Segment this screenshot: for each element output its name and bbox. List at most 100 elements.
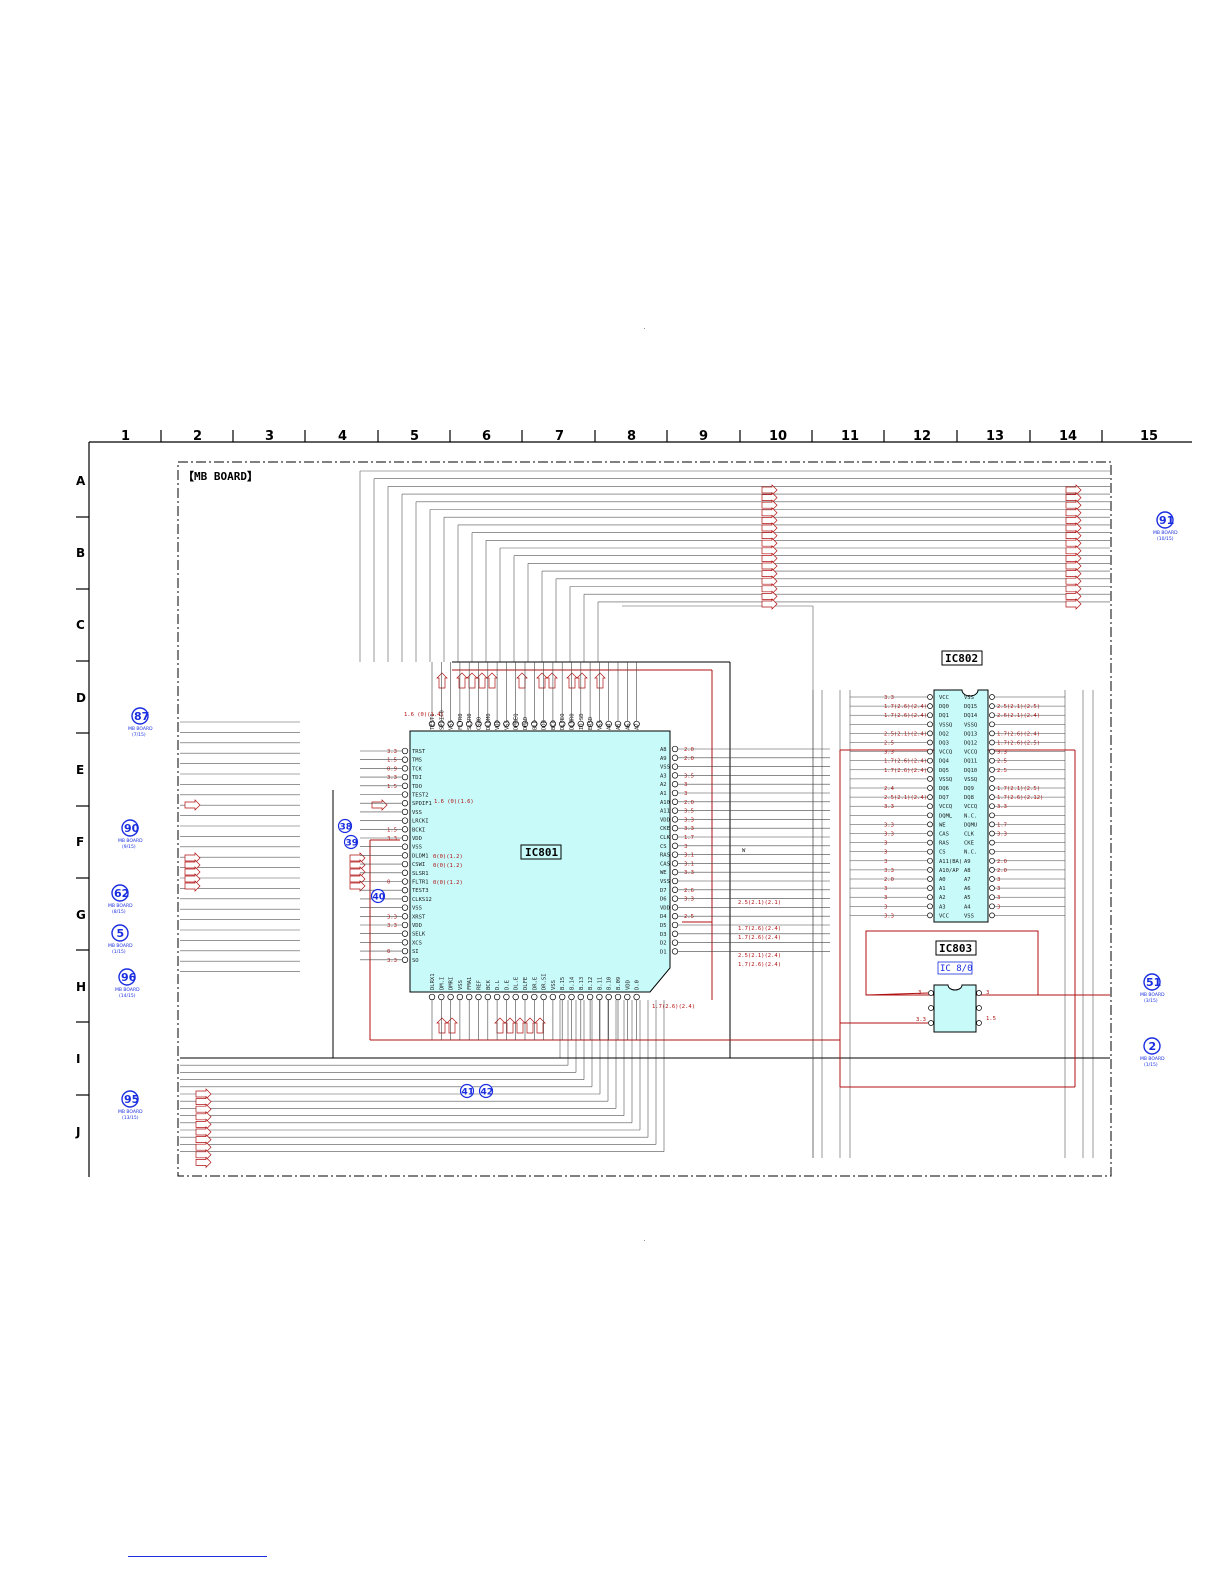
top-up-arrow: [486, 672, 498, 689]
connector-number: 90: [124, 822, 140, 835]
connector-circle: [111, 884, 129, 902]
ic801-top-pin-label: A7: [635, 723, 641, 730]
ic802-left-pin: [927, 894, 933, 901]
board-boundary: [177, 461, 1112, 1177]
j-entry-arrow: [195, 1133, 212, 1146]
ic801-right-pin: [671, 833, 679, 841]
ic802-left-pin-label: WE: [939, 822, 946, 828]
ic801-left-pin-label: CLKS12: [412, 897, 432, 903]
ic802-left-pin-voltage: 3: [884, 904, 887, 910]
ic801-left-pin-label: VDD: [412, 923, 422, 929]
top-up-arrow: [576, 672, 588, 689]
ic802-left-pin: [927, 694, 933, 700]
ic802-right-pin-label: A4: [964, 904, 971, 910]
ic802-left-pin-voltage: 3.3: [884, 695, 894, 701]
ic801-left-pin: [401, 895, 409, 903]
bus-arrow-right: [1065, 552, 1082, 565]
ic801-right-pin-label: VSS: [660, 765, 670, 771]
ic803-right-pin: [976, 990, 982, 996]
ic801-left-pin: [401, 947, 409, 955]
ic802-right-pin-label: DQMU: [964, 822, 977, 828]
connector-page: (10/15): [1157, 536, 1174, 542]
bottom-up-arrow: [494, 1017, 506, 1034]
ic802-left-pin-label: DQML: [939, 813, 953, 819]
ic801-left-pin: [401, 956, 409, 963]
ic801-top-pin: [531, 720, 538, 728]
j-entry-arrow: [195, 1095, 212, 1108]
ic801-top-pin: [559, 720, 566, 728]
d-row-voltage-5: 1.7(2.6)(2.4): [738, 962, 781, 968]
ic801-right-pin-label: VSS: [660, 879, 670, 885]
ic801-bottom-pin: [633, 993, 640, 1001]
connector-board-name: MB BOARD: [108, 943, 133, 949]
ic801-bottom-pin-label: B.15: [560, 977, 566, 990]
ic801-right-pin-label: D5: [660, 923, 667, 929]
center-mark-top: .: [643, 325, 646, 331]
f-ic-arrow: [349, 866, 366, 878]
ic802-left-pin-label: DQ4: [939, 759, 950, 765]
ic801-right-pin-label: A2: [660, 782, 667, 788]
ic802-right-pin: [989, 694, 995, 700]
j-entry-arrow: [195, 1156, 212, 1169]
ic801-top-pin-label: SPDIF0: [439, 710, 445, 730]
f-ic-arrow: [349, 859, 366, 871]
ic802-left-pin-label: VCCQ: [939, 750, 952, 756]
connector-circle: [111, 924, 129, 942]
connector-number: 51: [1146, 976, 1161, 989]
ic801-left-pin: [401, 765, 409, 772]
ic801-top-pin-label: DLMR0: [570, 713, 576, 730]
connector-page: (1/15): [1144, 1062, 1158, 1068]
ic801-bottom-pin-label: DLFE: [523, 977, 529, 990]
ic802-right-pin-label: A9: [964, 859, 971, 865]
ic801-top-pin-label: BLD: [532, 720, 538, 730]
ic801-right-pin-voltage: 1.7: [684, 835, 694, 841]
ic802-right-pin-label: CKE: [964, 841, 974, 847]
ic802-right-pin-label: DQ9: [964, 786, 974, 792]
ic802-right-pin: [989, 903, 995, 910]
connector-board-name: MB BOARD: [118, 1109, 143, 1115]
ic801-bottom-pin: [438, 993, 445, 1001]
connector-page: (14/15): [119, 993, 136, 999]
j-entry-arrow: [195, 1148, 212, 1161]
ic801-left-pin-voltage: 0.9: [387, 766, 397, 772]
ic801-right-pin-label: D7: [660, 888, 667, 894]
ic801-right-pin: [671, 754, 679, 761]
ic802-left-pin-label: VCC: [939, 913, 949, 919]
ic802-left-pin-label: DQ5: [939, 768, 949, 774]
ic801-right-pin-label: A3: [660, 773, 667, 779]
ic802-right-pin: [989, 821, 995, 828]
csw1-voltage: 0(0)(1.2): [433, 863, 463, 869]
ic802-right-pin-voltage: 3: [997, 895, 1000, 901]
ic802-right-pin-label: VSS: [964, 695, 974, 701]
ic803-voltage-1: 3: [918, 990, 921, 996]
connector-number: 87: [134, 710, 149, 723]
connector-page: (3/15): [1144, 998, 1158, 1004]
ic802-right-pin-label: A6: [964, 886, 971, 892]
ic801-left-pin-label: SELK: [412, 932, 426, 938]
signal-arrows: [184, 484, 1082, 1169]
ic802-right-pin-voltage: 3: [997, 886, 1000, 892]
ic802-left-pin: [927, 766, 933, 773]
ref-circle-39: [343, 834, 359, 850]
ic801-left-pin: [401, 930, 409, 937]
bus-arrow-right: [1065, 484, 1082, 496]
ic801-bottom-pin: [568, 993, 575, 1001]
ic801-top-pin-label: ID.SD: [579, 713, 585, 730]
ic801-bottom-pin-label: B.10: [607, 977, 613, 990]
ic801-top-pin-label: VDD: [495, 720, 501, 730]
connector-board-name: MB BOARD: [1140, 992, 1165, 998]
ic801-left-pin: [401, 887, 409, 894]
ic802-left-pin: [927, 739, 933, 746]
bus-arrow-left: [761, 582, 778, 595]
ic801-left-pin: [401, 782, 409, 789]
bottom-up-arrow: [524, 1017, 536, 1034]
ic802-right-pin: [989, 867, 995, 873]
connector-page: (9/15): [122, 844, 136, 850]
ic802-pins: VCC3.3DQ01.7(2.6)(2.4)DQ11.7(2.6)(2.4)VS…: [850, 694, 1065, 919]
ic801-right-pin-label: A10: [660, 800, 670, 806]
column-label-1: 1: [121, 429, 130, 444]
column-label-4: 4: [338, 429, 347, 444]
ic801-right-pin-label: CLK: [660, 835, 671, 841]
connector-board-name: MB BOARD: [1153, 530, 1178, 536]
